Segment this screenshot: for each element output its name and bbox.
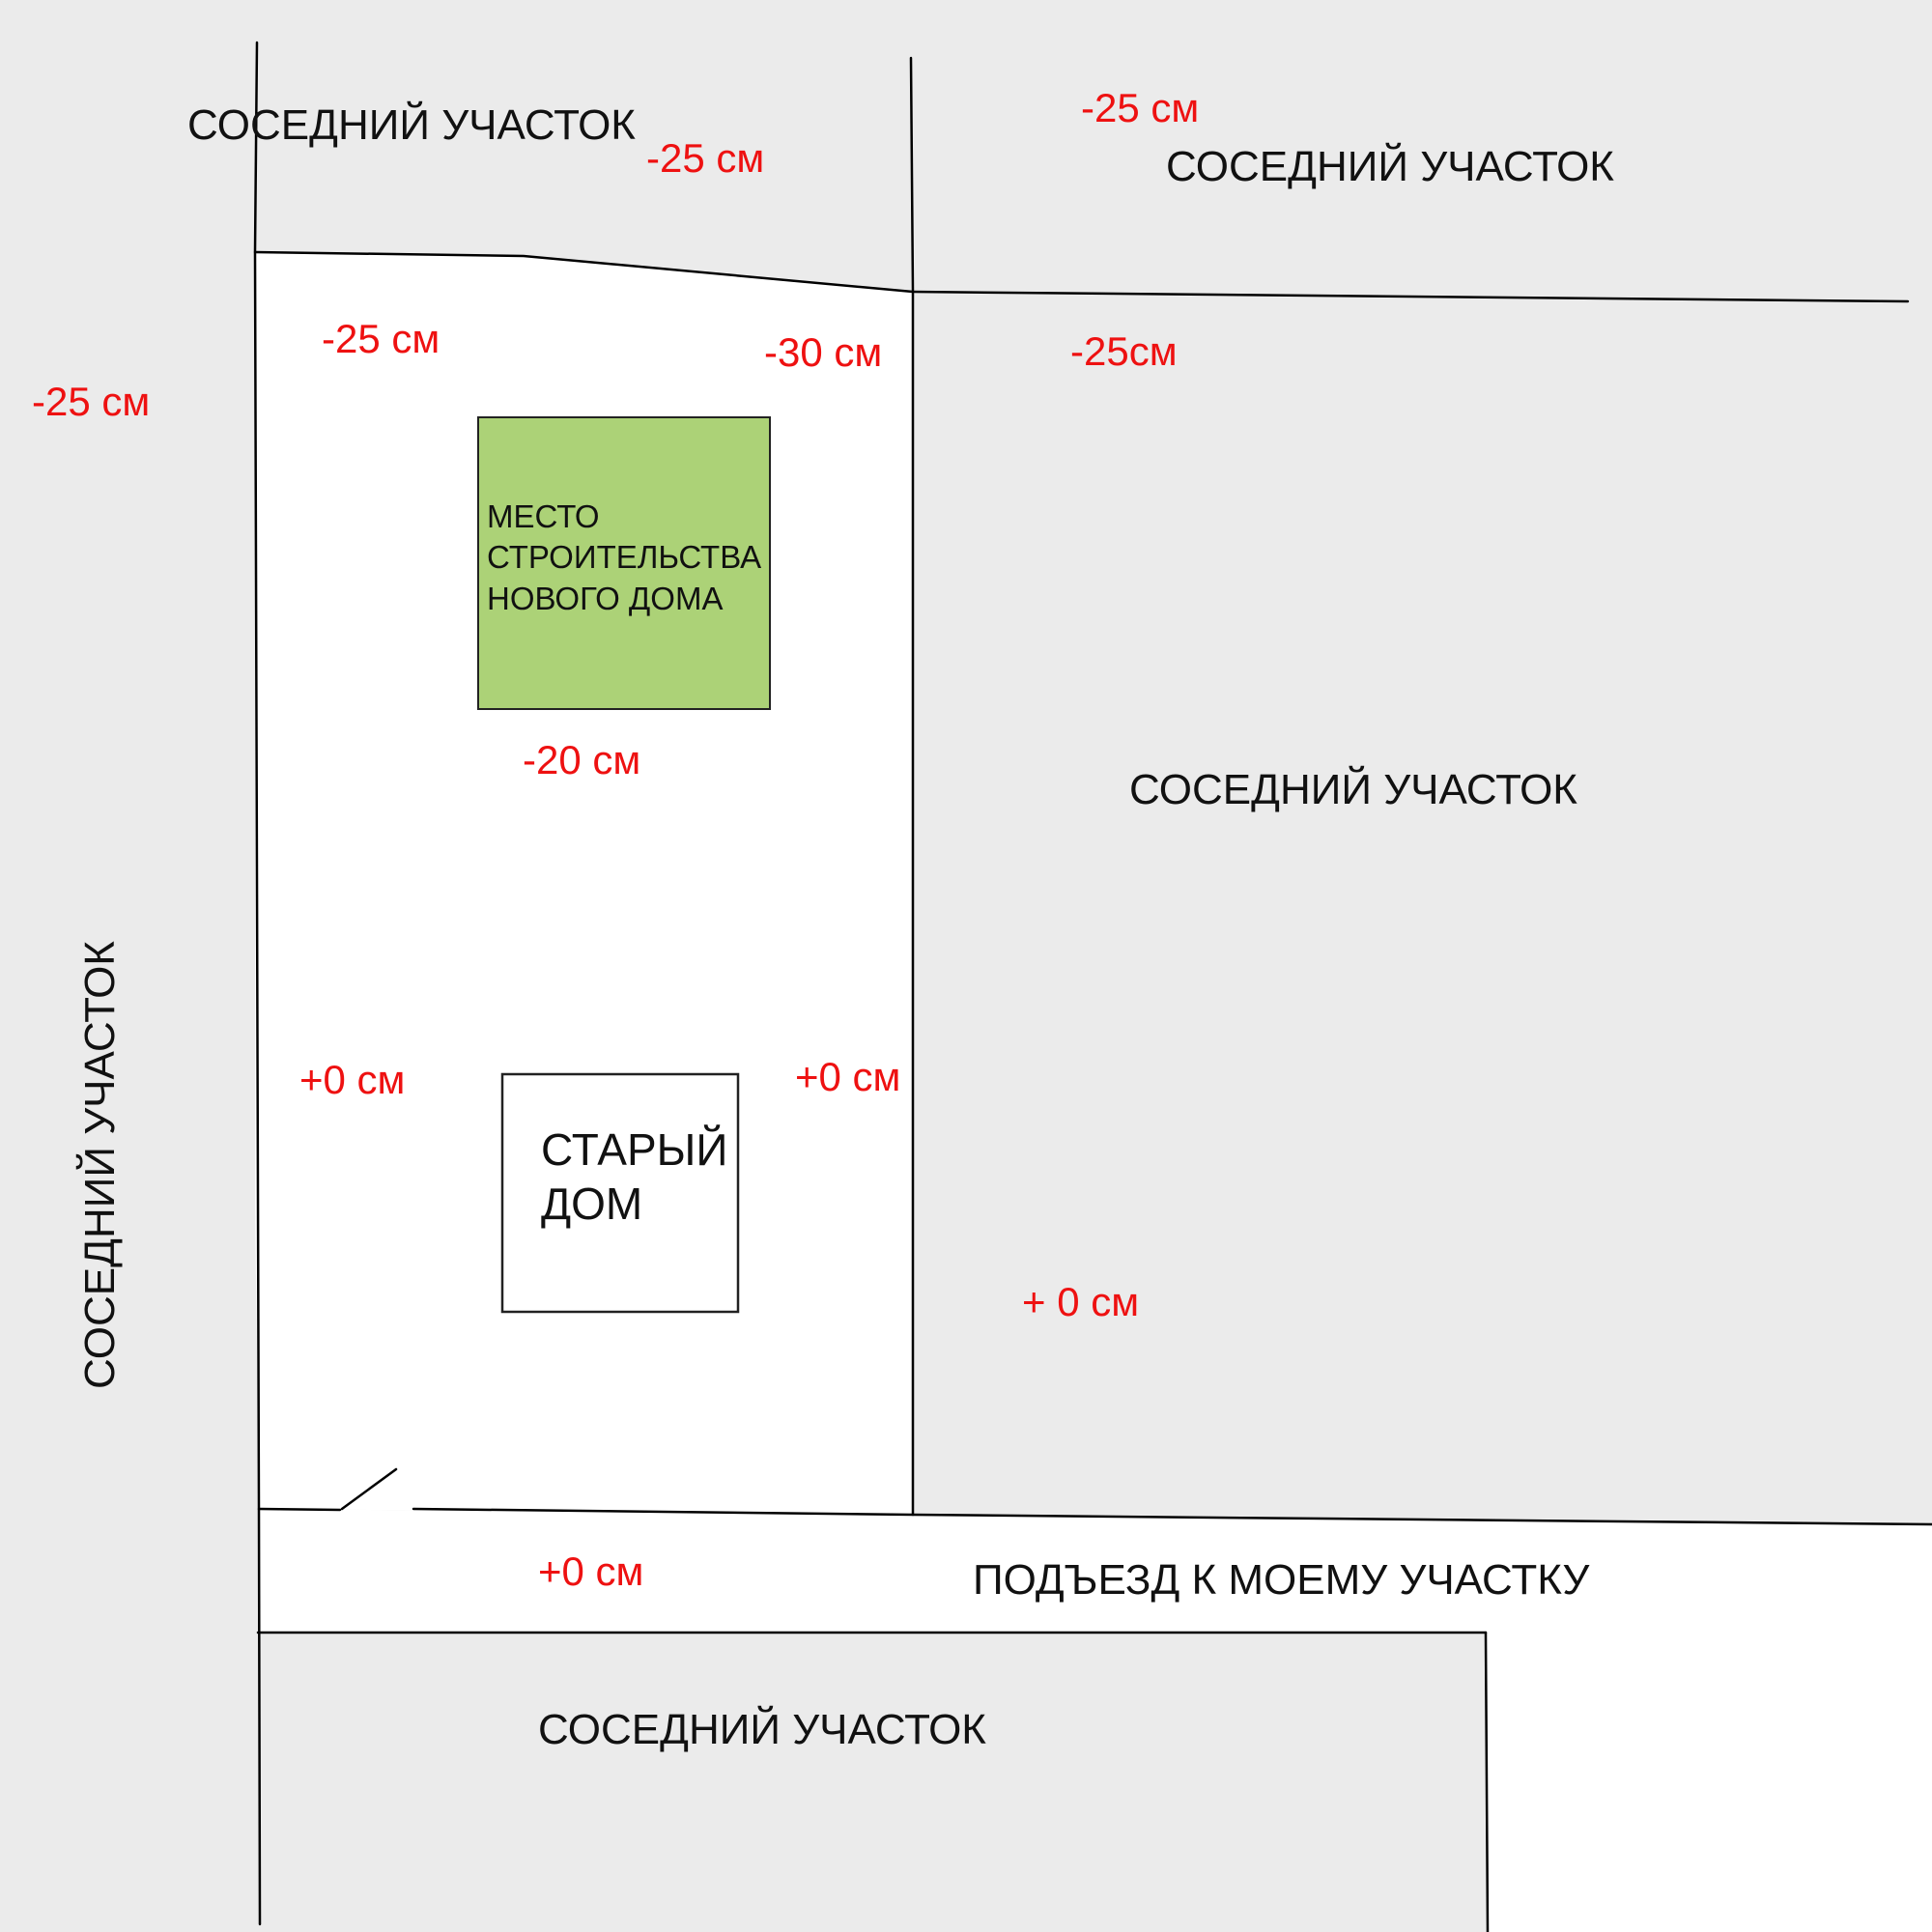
level-below-new-house: -20 см: [523, 737, 640, 782]
boundary-top-vertical: [909, 56, 915, 294]
boundary-driveway-top-left: [257, 1507, 342, 1512]
level-plot-mid-left: +0 см: [299, 1057, 405, 1102]
neighbor-label-bottom: СОСЕДНИЙ УЧАСТОК: [538, 1704, 986, 1753]
old-house-label-line-2: ДОМ: [541, 1179, 642, 1229]
new-house-site: [477, 416, 771, 710]
new-house-label-line-3: НОВОГО ДОМА: [487, 581, 723, 616]
new-house-label-line-2: СТРОИТЕЛЬСТВА: [487, 539, 761, 575]
level-right-top: -25см: [1070, 328, 1178, 374]
gate-line: [340, 1467, 398, 1511]
boundary-bottom-right-vertical: [1484, 1631, 1490, 1932]
neighbor-label-left: СОСЕДНИЙ УЧАСТОК: [74, 941, 124, 1389]
driveway-label: ПОДЪЕЗД К МОЕМУ УЧАСТКУ: [973, 1556, 1590, 1604]
old-house: [500, 1072, 740, 1314]
neighbor-label-top-left: СОСЕДНИЙ УЧАСТОК: [187, 99, 636, 149]
level-top-right: -25 см: [1081, 85, 1199, 130]
level-left-outer: -25 см: [32, 379, 150, 424]
neighbor-label-top-right: СОСЕДНИЙ УЧАСТОК: [1166, 141, 1614, 190]
boundary-driveway-top-right: [412, 1507, 1932, 1526]
neighbor-bottom-area: [258, 1633, 1488, 1932]
level-top-middle: -25 см: [646, 135, 764, 181]
level-plot-top-right: -30 см: [764, 329, 882, 375]
boundary-left: [253, 41, 262, 1926]
driveway-area: [259, 1509, 1932, 1932]
new-house-label-line-1: МЕСТО: [487, 498, 600, 534]
level-right-lower: + 0 см: [1022, 1279, 1139, 1324]
level-driveway: +0 см: [538, 1548, 643, 1594]
level-plot-top-left: -25 см: [322, 316, 440, 361]
neighbor-label-right: СОСЕДНИЙ УЧАСТОК: [1129, 764, 1577, 813]
old-house-label-line-1: СТАРЫЙ: [541, 1124, 727, 1175]
level-plot-mid-right: +0 см: [795, 1054, 900, 1099]
boundary-top-right: [911, 290, 1910, 303]
boundary-top-left: [253, 250, 915, 294]
